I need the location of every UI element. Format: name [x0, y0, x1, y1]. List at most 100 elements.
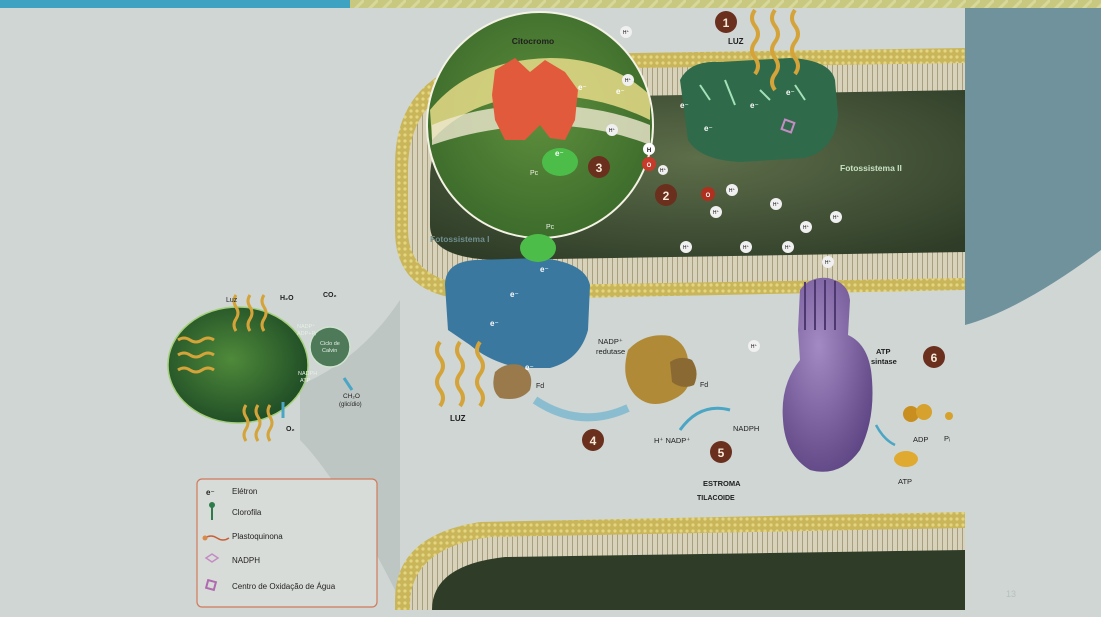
right-slate-panel [965, 8, 1101, 325]
chloroplast-nadph-label: NADPH [298, 371, 317, 377]
electron-psii-1: e⁻ [680, 101, 689, 110]
step-badge-5: 5 [710, 441, 732, 463]
calvin-label-2: Calvin [322, 348, 337, 354]
fotossistema-i-label: Fotossistema I [430, 234, 490, 244]
glicidio-label: (glicídio) [339, 402, 362, 408]
proton-marker: H⁺ [770, 198, 782, 210]
light-waves-bottom [437, 342, 483, 406]
photosystem-i-complex [445, 258, 590, 368]
chloroplast-adp-label: ADP+Pᵢ [297, 331, 316, 337]
pi-label: Pᵢ [944, 434, 950, 443]
electron-psi-2: e⁻ [510, 290, 519, 299]
photosystem-ii-complex [680, 58, 838, 162]
proton-marker: H⁺ [726, 184, 738, 196]
svg-text:3: 3 [596, 161, 603, 175]
electron-flow-arrow-4 [535, 400, 628, 417]
step-badge-2: 2 [655, 184, 677, 206]
legend-water-oxidation-label: Centro de Oxidação de Água [232, 582, 336, 591]
atp-label: ATP [898, 477, 912, 486]
electron-psi-1: e⁻ [540, 265, 549, 274]
chloroplast-o2-label: O₂ [286, 426, 295, 433]
step-badge-6: 6 [923, 346, 945, 368]
chloroplast-luz-label: Luz [226, 297, 238, 304]
ch2o-label: CH₂O [343, 393, 360, 400]
svg-text:1: 1 [723, 16, 730, 30]
svg-text:H⁺: H⁺ [625, 78, 632, 84]
pi-molecule [945, 412, 953, 420]
luz-top-label: LUZ [728, 37, 744, 46]
adp-molecule-b [916, 404, 932, 420]
proton-marker: H⁺ [782, 241, 794, 253]
proton-marker: H⁺ [748, 340, 760, 352]
electron-cyt-2: e⁻ [616, 87, 625, 96]
proton-marker: H⁺ [822, 256, 834, 268]
electron-psi-3: e⁻ [490, 319, 499, 328]
proton-marker: H⁺ [800, 221, 812, 233]
step-badge-4: 4 [582, 429, 604, 451]
chloroplast-h2o-label: H₂O [280, 295, 294, 302]
nadph-label: NADPH [733, 424, 759, 433]
proton-marker: H⁺ [658, 165, 668, 175]
svg-text:H⁺: H⁺ [623, 30, 630, 36]
svg-text:H⁺: H⁺ [729, 188, 736, 194]
pc-protein-bottom [520, 234, 556, 262]
proton-marker: H⁺ [606, 124, 618, 136]
svg-text:H⁺: H⁺ [683, 245, 690, 251]
atp-sintase-label-2: sintase [871, 357, 897, 366]
electron-psii-3: e⁻ [750, 101, 759, 110]
lower-lumen [432, 550, 965, 610]
svg-text:4: 4 [590, 434, 597, 448]
svg-text:2: 2 [663, 189, 670, 203]
oxygen-atom-label: O [647, 163, 652, 169]
svg-text:H⁺: H⁺ [773, 202, 780, 208]
legend-nadph-label: NADPH [232, 556, 260, 565]
legend-plastoquinone-head [203, 536, 208, 541]
nadp-redutase-label-1: NADP⁺ [598, 337, 623, 346]
proton-marker: H⁺ [830, 211, 842, 223]
legend-chlorophyll-label: Clorofila [232, 508, 262, 517]
svg-text:H⁺: H⁺ [743, 245, 750, 251]
atp-flow-arrow [876, 425, 895, 445]
chloroplast-co2-label: CO₂ [323, 292, 337, 299]
legend-chlorophyll-head [209, 502, 215, 508]
svg-text:H⁺: H⁺ [660, 168, 667, 174]
fd-label-left: Fd [536, 383, 544, 390]
estroma-label: ESTROMA [703, 479, 741, 488]
nadp-redutase-label-2: redutase [596, 347, 625, 356]
top-banner-hatch [350, 0, 1101, 8]
legend-electron-label: Elétron [232, 487, 257, 496]
chloroplast-atp-label: ATP [300, 378, 311, 384]
atp-sintase-label-1: ATP [876, 347, 890, 356]
step-badge-1: 1 [715, 11, 737, 33]
fd-label-right: Fd [700, 382, 708, 389]
electron-cyt-1: e⁻ [578, 83, 587, 92]
step-badge-3: 3 [588, 156, 610, 178]
adp-label: ADP [913, 435, 928, 444]
electron-psi-4: e⁻ [525, 363, 534, 372]
legend-electron-symbol: e⁻ [206, 488, 215, 497]
svg-text:H⁺: H⁺ [609, 128, 616, 134]
calvin-label-1: Ciclo de [320, 341, 340, 347]
h-nadp-label: H⁺ NADP⁺ [654, 436, 690, 445]
nadph-flow-arrow [680, 408, 730, 430]
svg-text:H⁺: H⁺ [833, 215, 840, 221]
citocromo-label: Citocromo [512, 36, 555, 46]
proton-marker: H⁺ [740, 241, 752, 253]
atp-synthase-complex [783, 278, 873, 472]
pc-label-bottom: Pc [546, 224, 555, 231]
pc-label-top: Pc [530, 170, 539, 177]
svg-text:H⁺: H⁺ [825, 260, 832, 266]
svg-text:H⁺: H⁺ [713, 210, 720, 216]
chloroplast-nadp-label: NADP⁺ [297, 323, 315, 330]
svg-text:H⁺: H⁺ [751, 344, 758, 350]
fotossistema-ii-label: Fotossistema II [840, 163, 902, 173]
oxygen-atom-2-label: O [706, 193, 711, 199]
svg-text:H⁺: H⁺ [785, 245, 792, 251]
luz-bottom-label: LUZ [450, 414, 466, 423]
hydrogen-atom-label: H [647, 148, 651, 154]
page-number: 13 [1006, 589, 1016, 599]
atp-molecule [894, 451, 918, 467]
electron-psii-2: e⁻ [704, 124, 713, 133]
